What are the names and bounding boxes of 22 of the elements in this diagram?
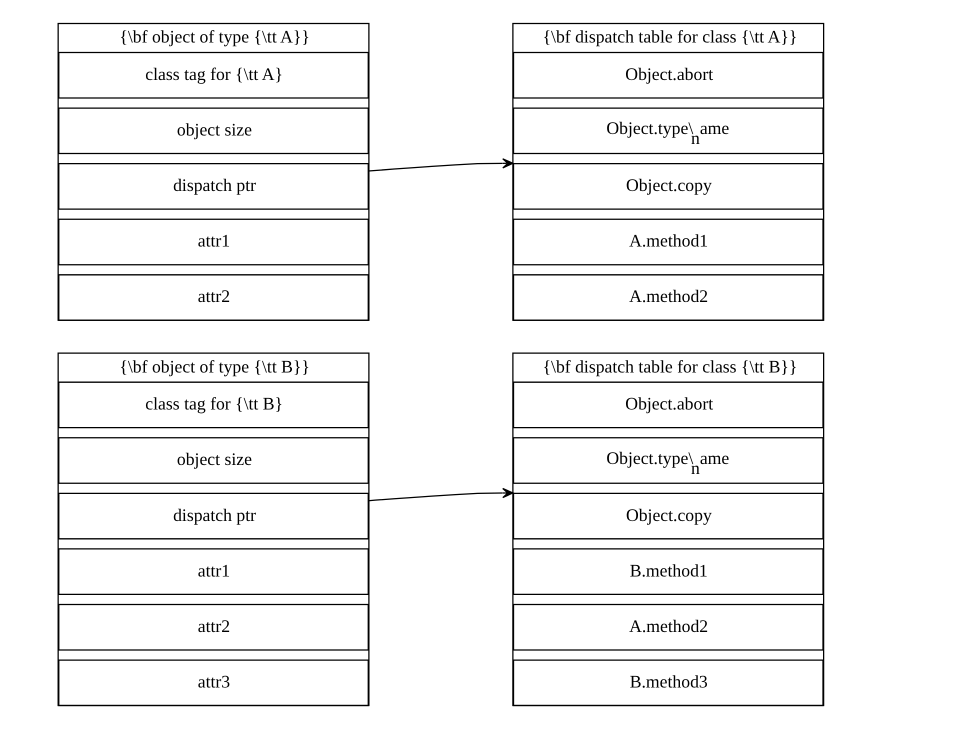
node-box: Object.copy bbox=[512, 492, 824, 540]
node-box: B.method1 bbox=[512, 548, 824, 596]
node-box: attr1 bbox=[58, 548, 368, 596]
node-box: Object.abort bbox=[512, 382, 824, 428]
node-box: attr3 bbox=[58, 659, 368, 706]
node-box: object size bbox=[58, 437, 368, 484]
node-box: A.method2 bbox=[512, 604, 824, 651]
node-box: attr2 bbox=[58, 274, 368, 321]
node-box: Object.copy bbox=[512, 163, 824, 210]
node-box: object size bbox=[58, 107, 368, 154]
node-box: attr2 bbox=[58, 604, 368, 651]
node-box: B.method3 bbox=[512, 659, 824, 706]
arrow bbox=[368, 158, 514, 172]
node-box: dispatch ptr bbox=[58, 492, 368, 540]
node-box: Object.abort bbox=[512, 52, 824, 99]
node-box: attr1 bbox=[58, 218, 368, 266]
node-box: A.method2 bbox=[512, 274, 824, 321]
node-box: dispatch ptr bbox=[58, 163, 368, 210]
arrow bbox=[368, 488, 514, 502]
node-box: class tag for {\tt B} bbox=[58, 382, 368, 428]
node-box: A.method1 bbox=[512, 218, 824, 266]
node-box: class tag for {\tt A} bbox=[58, 52, 368, 99]
